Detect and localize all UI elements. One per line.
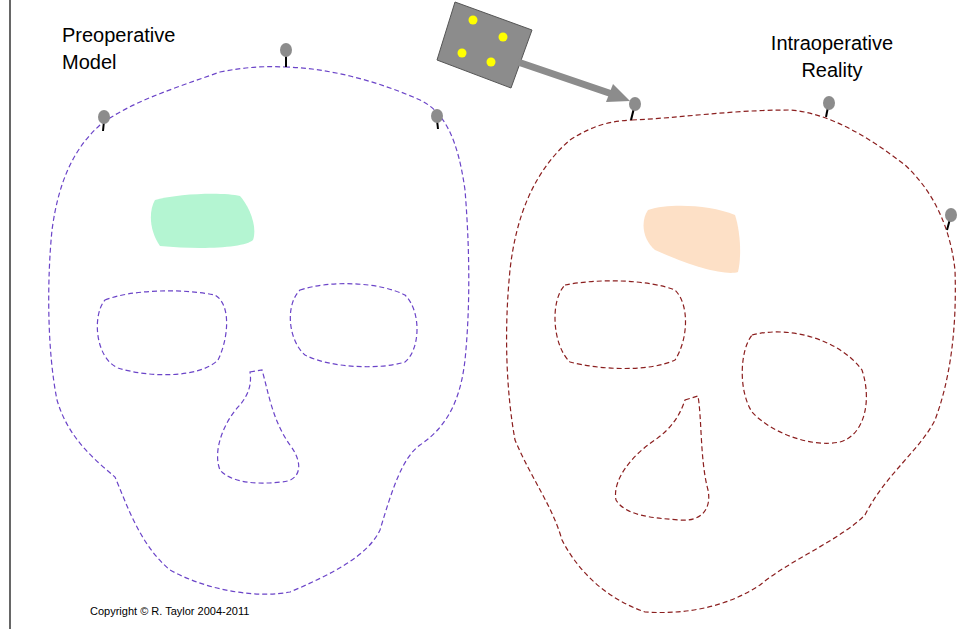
fiducial-markers bbox=[98, 43, 443, 131]
skull-outline bbox=[49, 67, 469, 595]
pointer-tip bbox=[606, 84, 630, 102]
eye-socket bbox=[97, 291, 226, 375]
view-caption: Preoperative Model bbox=[62, 22, 202, 76]
tracker-led bbox=[487, 58, 496, 67]
tracker-led bbox=[499, 33, 508, 42]
eye-socket bbox=[742, 332, 866, 443]
eye-socket bbox=[290, 284, 417, 367]
skull-outline bbox=[507, 110, 956, 613]
nasal-cavity bbox=[218, 370, 299, 483]
tracker-led bbox=[469, 16, 478, 25]
tracked-pointer bbox=[437, 2, 630, 102]
page-border bbox=[9, 0, 10, 629]
preoperative-skull bbox=[49, 67, 469, 595]
copyright-note: Copyright © R. Taylor 2004-2011 bbox=[90, 604, 350, 618]
target-region bbox=[644, 206, 741, 273]
intraoperative-skull bbox=[507, 110, 956, 613]
nasal-cavity bbox=[615, 396, 708, 520]
view-caption: Intraoperative Reality bbox=[752, 30, 912, 84]
target-region bbox=[151, 194, 254, 248]
tracker-led bbox=[458, 49, 467, 58]
tracker-body bbox=[437, 2, 532, 88]
pointer-shaft bbox=[518, 62, 612, 94]
fiducial-markers bbox=[629, 96, 957, 230]
eye-socket bbox=[555, 281, 686, 369]
